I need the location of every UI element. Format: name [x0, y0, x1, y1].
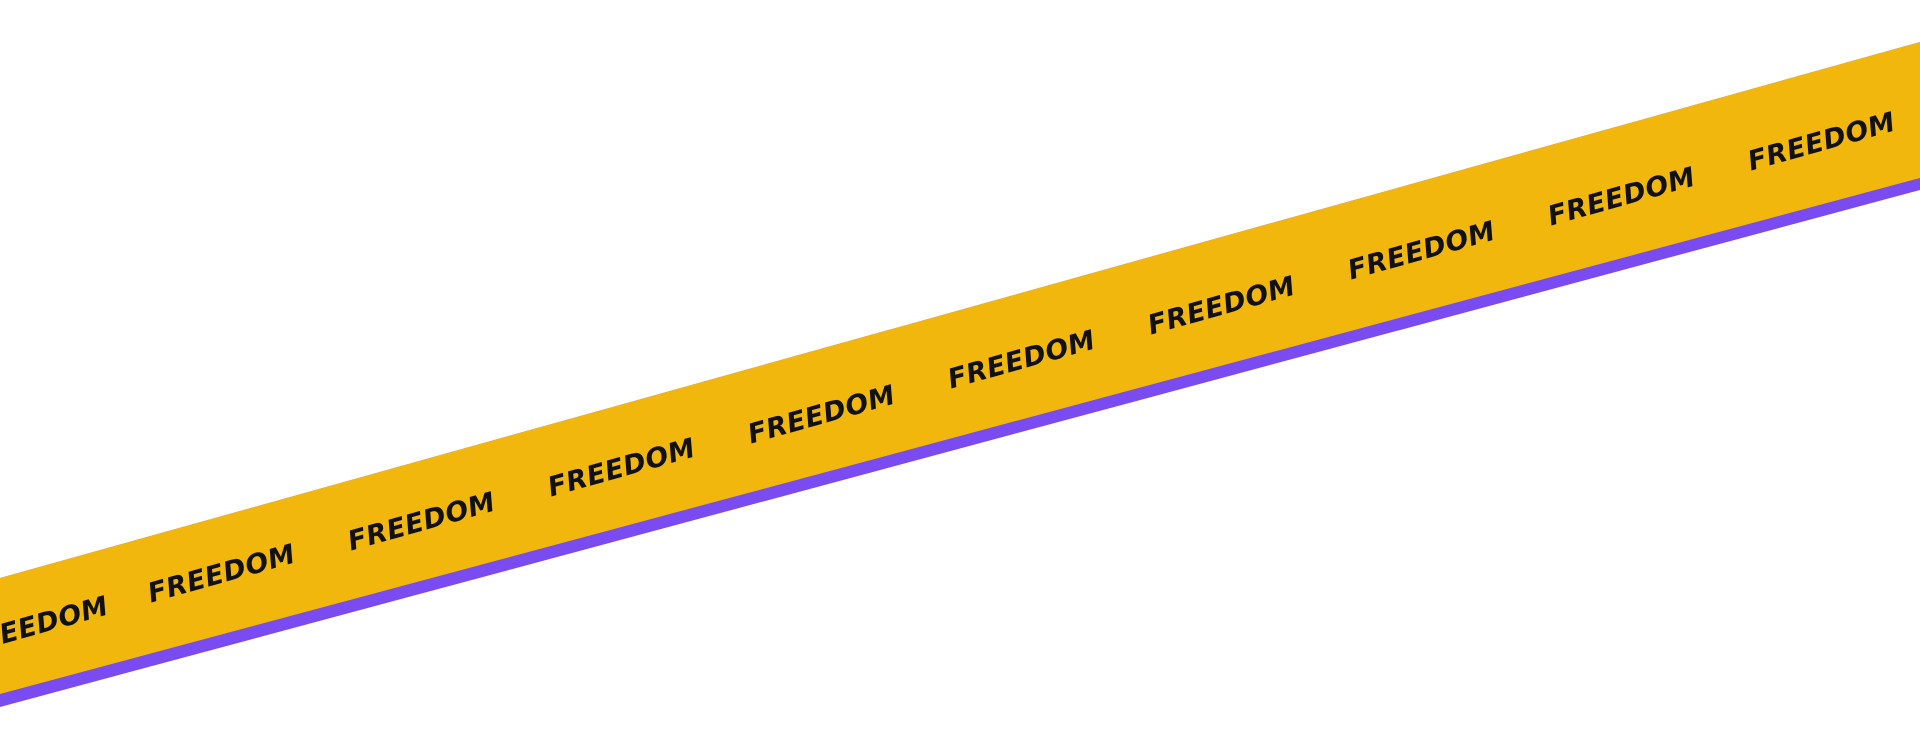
ribbon-band [0, 42, 1920, 694]
